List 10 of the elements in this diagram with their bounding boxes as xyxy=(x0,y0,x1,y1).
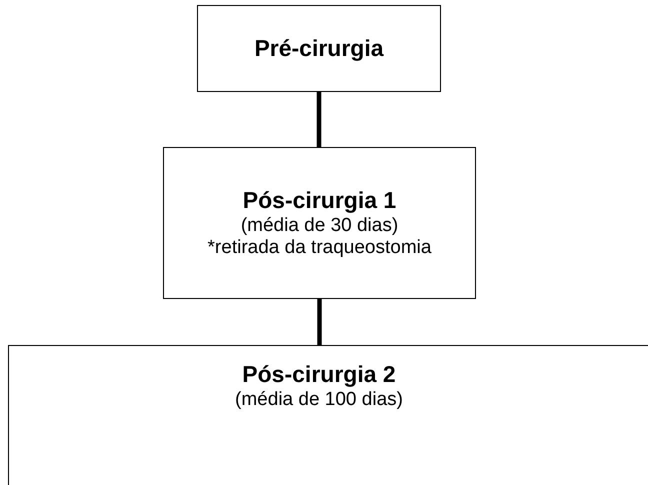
box-heading: Pós-cirurgia 1 xyxy=(242,186,396,215)
process-box xyxy=(197,5,441,92)
box-note: (média de 30 dias) xyxy=(240,214,398,238)
connector-line xyxy=(317,299,322,345)
box-heading: Pós-cirurgia 2 xyxy=(242,360,396,389)
connector-line xyxy=(316,92,322,147)
box-heading: Pré-cirurgia xyxy=(254,34,384,63)
box-note: *retirada da traqueostomia xyxy=(208,237,432,260)
box-note: (média de 100 dias) xyxy=(235,388,403,412)
process-box xyxy=(163,147,476,299)
